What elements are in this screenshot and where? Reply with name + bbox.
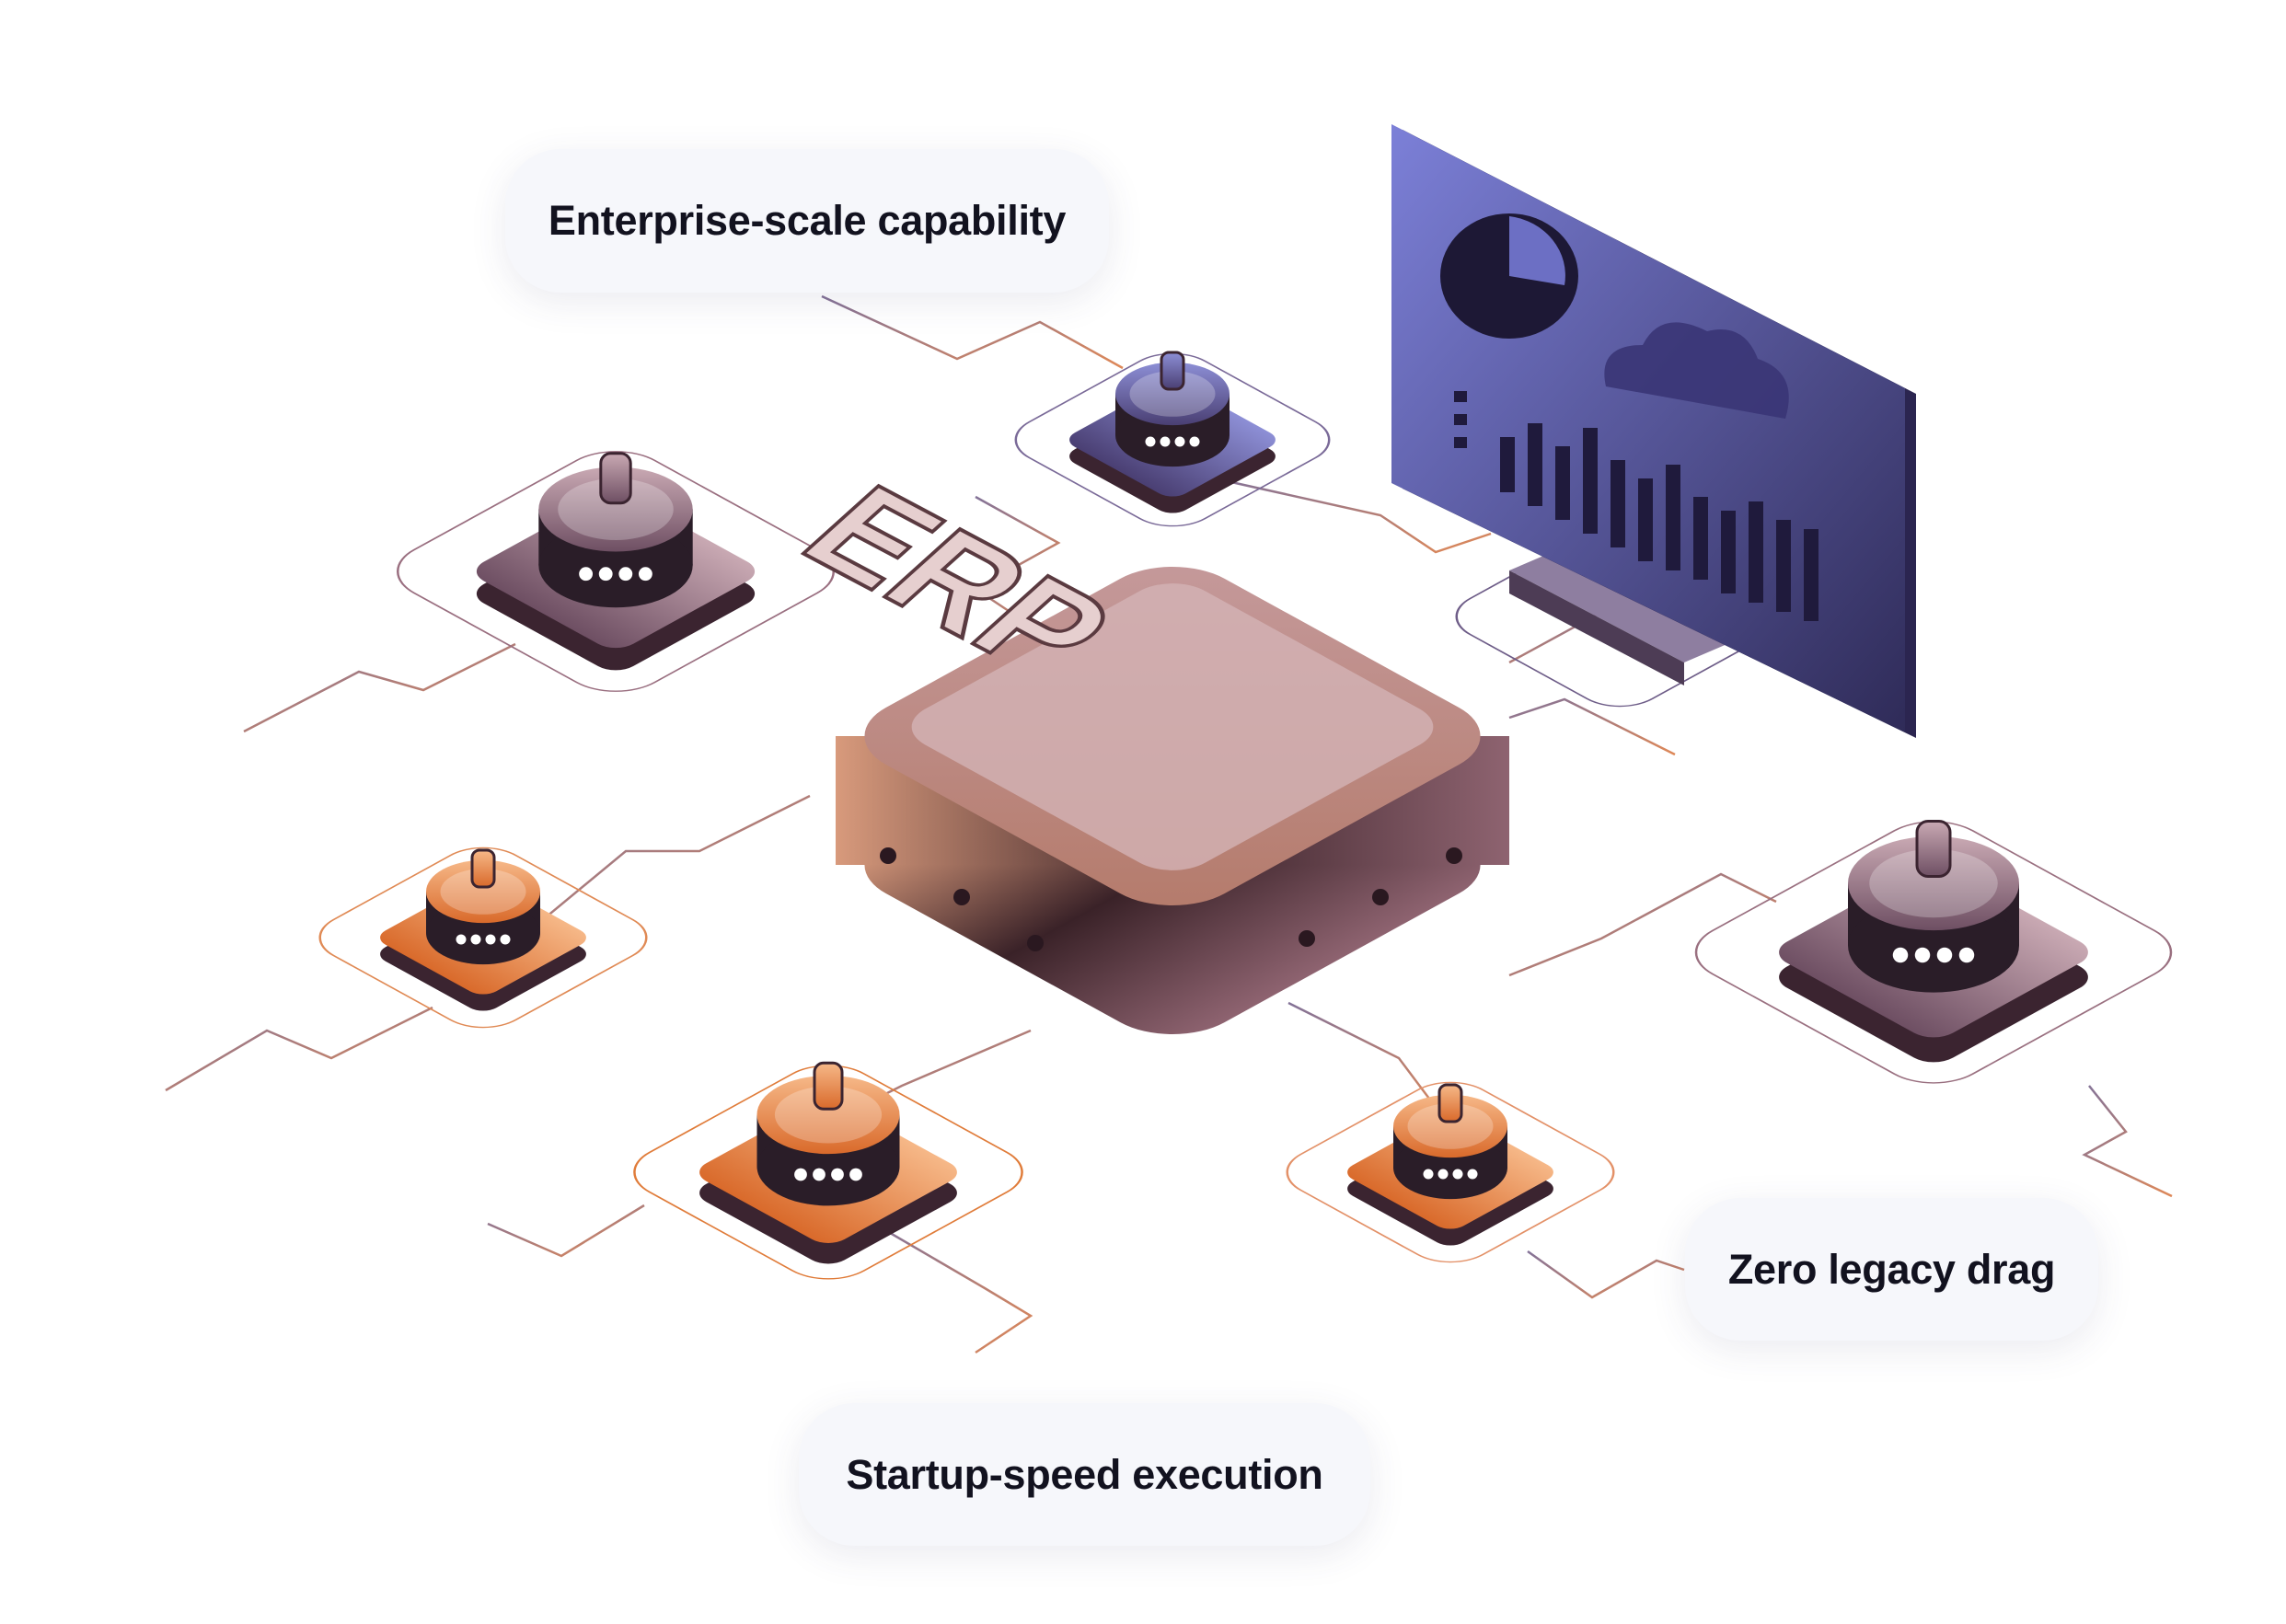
dashboard-monitor [1391,124,1916,738]
label-text: Startup-speed execution [846,1450,1323,1498]
erp-core-block: ERP [770,458,1509,1035]
service-node [380,848,586,1011]
service-node [1069,351,1276,513]
dollar-icon [599,452,632,505]
bar-chart-icon [1500,423,1818,621]
gear-icon [1437,1083,1463,1123]
chart-bar-icon [1160,351,1185,391]
service-node [1779,820,2088,1063]
service-node [1347,1083,1553,1246]
refresh-icon [470,848,496,889]
label-zero-legacy: Zero legacy drag [1685,1198,2098,1341]
sync-icon [813,1061,844,1111]
label-enterprise-scale: Enterprise-scale capability [505,149,1109,293]
globe-icon [1915,820,1952,878]
label-text: Enterprise-scale capability [548,197,1067,244]
label-startup-speed: Startup-speed execution [799,1403,1370,1546]
label-text: Zero legacy drag [1727,1245,2056,1293]
service-node [699,1061,957,1264]
service-node [476,452,756,671]
cloud-icon [1604,322,1789,419]
